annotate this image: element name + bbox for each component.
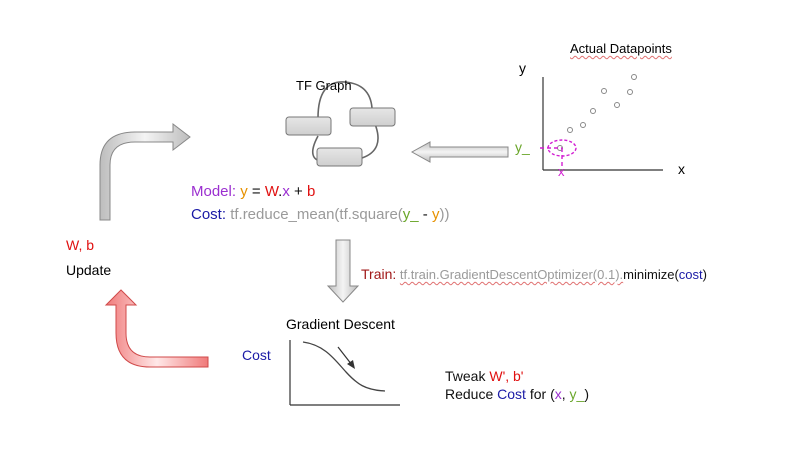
train-label: Train: — [361, 266, 397, 282]
data-point — [590, 108, 596, 114]
tweak-prefix: Tweak — [445, 368, 490, 384]
train-arg: cost — [678, 267, 703, 282]
data-point — [567, 127, 573, 133]
cost-y: y — [431, 206, 440, 223]
update-label: Update — [66, 262, 112, 278]
tf-graph-nodes — [285, 81, 396, 167]
gradient-cost-label: Cost — [242, 347, 271, 363]
model-line: Model: y = W.x + b — [191, 183, 315, 200]
descent-arrow-line — [337, 346, 353, 366]
graph-node-bottom — [316, 147, 363, 167]
graph-node-right — [349, 107, 396, 127]
cost-y_: y_ — [402, 206, 419, 223]
scatter-plot — [540, 74, 663, 171]
scatter-title: Actual Datapoints — [570, 41, 672, 56]
update-params: W, b — [66, 237, 95, 253]
reduce-x: x — [554, 386, 562, 402]
cost-fn-reduce: tf.reduce_mean( — [230, 206, 340, 223]
train-close: ) — [702, 267, 707, 282]
train-down-arrow — [326, 239, 360, 303]
reduce-y_: y_ — [569, 386, 585, 402]
scatter-y-axis-label: y — [519, 60, 526, 76]
model-eq: = — [247, 183, 265, 200]
cost-curve — [302, 341, 386, 392]
reduce-close: ) — [584, 386, 589, 402]
cost-close: )) — [439, 206, 450, 223]
model-x: x — [282, 183, 290, 200]
data-point — [580, 122, 586, 128]
model-y: y — [240, 183, 248, 200]
scatter-x-axis-label: x — [678, 161, 685, 177]
gradient-to-update-arrow — [104, 289, 209, 368]
cost-fn-square: tf.square( — [339, 206, 403, 223]
data-point — [627, 89, 633, 95]
graph-node-left — [285, 116, 332, 136]
graph-connection-top — [317, 81, 373, 119]
model-W: W — [264, 183, 279, 200]
reduce-prefix: Reduce — [445, 386, 498, 402]
cost-minus: - — [418, 206, 432, 223]
tweak-line1: Tweak W', b' — [445, 368, 523, 384]
y-marker-label: y_ — [515, 139, 530, 155]
model-dot: . — [278, 183, 283, 200]
data-point — [601, 88, 607, 94]
graph-connection-right — [361, 123, 379, 159]
tweak-line2: Reduce Cost for (x, y_) — [445, 386, 589, 402]
data-point — [614, 102, 620, 108]
model-b: b — [306, 183, 316, 200]
descent-arrow-head — [347, 360, 355, 369]
gradient-plot — [289, 340, 400, 406]
x-marker-label: x — [558, 164, 565, 179]
train-call: tf.train.GradientDescentOptimizer(0.1). — [399, 267, 624, 282]
model-plus: + — [289, 183, 307, 200]
tweak-params: W', b' — [489, 368, 524, 384]
reduce-sep: , — [561, 386, 570, 402]
reduce-cost: Cost — [497, 386, 526, 402]
model-label: Model: — [191, 183, 237, 200]
update-to-graph-arrow — [99, 122, 191, 221]
scatter-title-text: Actual Datapoints — [570, 41, 672, 56]
train-method: minimize( — [623, 267, 679, 282]
data-to-graph-arrow — [410, 141, 509, 163]
cost-line: Cost: tf.reduce_mean(tf.square(y_ - y)) — [191, 206, 449, 223]
cost-label: Cost: — [191, 206, 227, 223]
data-point — [631, 74, 637, 80]
train-line: Train: tf.train.GradientDescentOptimizer… — [361, 266, 707, 282]
reduce-for: for ( — [525, 386, 555, 402]
tf-graph-title: TF Graph — [296, 78, 352, 93]
gradient-title: Gradient Descent — [286, 316, 395, 332]
